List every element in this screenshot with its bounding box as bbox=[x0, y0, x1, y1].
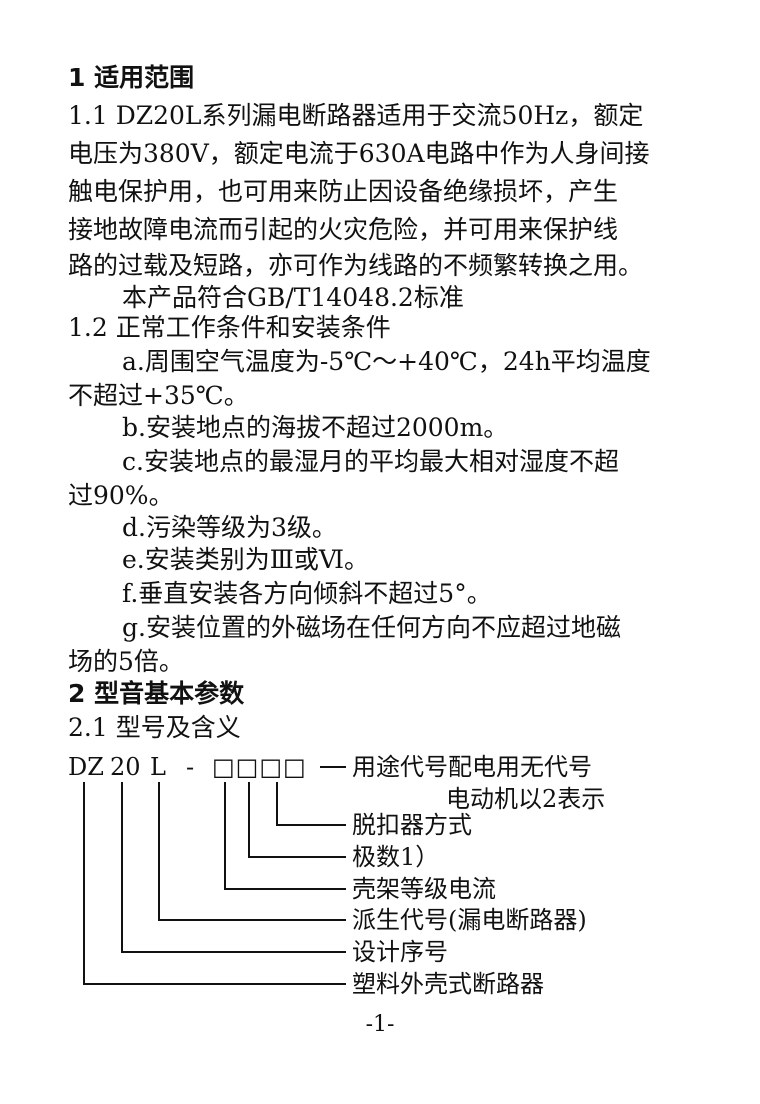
label-type: 塑料外壳式断路器 bbox=[352, 970, 544, 998]
type-connector bbox=[83, 782, 346, 985]
section-1-title: 1 适用范围 bbox=[68, 63, 195, 92]
para-1-1-line-2: 电压为380V，额定电流于630A电路中作为人身间接 bbox=[68, 139, 650, 168]
item-d: d.污染等级为3级。 bbox=[122, 513, 337, 542]
poles-connector bbox=[248, 782, 346, 858]
subsection-1-2-title: 1.2 正常工作条件和安装条件 bbox=[68, 313, 391, 342]
code-dz: DZ bbox=[68, 753, 104, 781]
item-c-line-1: c.安装地点的最湿月的平均最大相对湿度不超 bbox=[122, 447, 619, 476]
label-poles: 极数1） bbox=[352, 843, 440, 871]
frame-connector bbox=[224, 782, 346, 890]
item-g-line-1: g.安装位置的外磁场在任何方向不应超过地磁 bbox=[122, 613, 621, 642]
label-frame: 壳架等级电流 bbox=[352, 875, 496, 903]
item-c-line-2: 过90%。 bbox=[68, 481, 174, 510]
item-f: f.垂直安装各方向倾斜不超过5°。 bbox=[122, 579, 492, 608]
item-a-line-2: 不超过+35℃。 bbox=[68, 381, 249, 410]
item-g-line-2: 场的5倍。 bbox=[68, 647, 184, 676]
release-connector bbox=[276, 782, 346, 826]
para-1-1-line-4: 接地故障电流而引起的火灾危险，并可用来保护线 bbox=[68, 215, 619, 244]
label-usage: 用途代号配电用无代号 bbox=[352, 753, 592, 781]
item-b: b.安装地点的海拔不超过2000m。 bbox=[122, 413, 509, 442]
code-dash: - bbox=[186, 753, 195, 781]
para-1-1-line-1: 1.1 DZ20L系列漏电断路器适用于交流50Hz，额定 bbox=[68, 101, 644, 130]
subsection-2-1-title: 2.1 型号及含义 bbox=[68, 713, 241, 742]
code-boxes: □□□□ bbox=[212, 753, 307, 781]
label-derived: 派生代号(漏电断路器) bbox=[352, 906, 587, 934]
code-20: 20 bbox=[110, 753, 141, 781]
para-1-1-line-3: 触电保护用，也可用来防止因设备绝缘损坏，产生 bbox=[68, 177, 619, 206]
section-2-title: 2 型音基本参数 bbox=[68, 679, 245, 708]
design-connector bbox=[121, 782, 346, 953]
label-usage-motor: 电动机以2表示 bbox=[446, 785, 606, 813]
item-a-line-1: a.周围空气温度为-5℃～+40℃，24h平均温度 bbox=[122, 347, 651, 376]
label-release: 脱扣器方式 bbox=[352, 811, 472, 839]
label-design: 设计序号 bbox=[352, 938, 448, 966]
page-number: -1- bbox=[365, 1012, 395, 1037]
para-1-1-line-5: 路的过载及短路，亦可作为线路的不频繁转换之用。 bbox=[68, 251, 644, 280]
derived-connector bbox=[158, 782, 346, 921]
code-l: L bbox=[150, 753, 166, 781]
standard-note: 本产品符合GB/T14048.2标准 bbox=[122, 283, 464, 312]
item-e: e.安装类别为Ⅲ或Ⅵ。 bbox=[122, 545, 369, 574]
